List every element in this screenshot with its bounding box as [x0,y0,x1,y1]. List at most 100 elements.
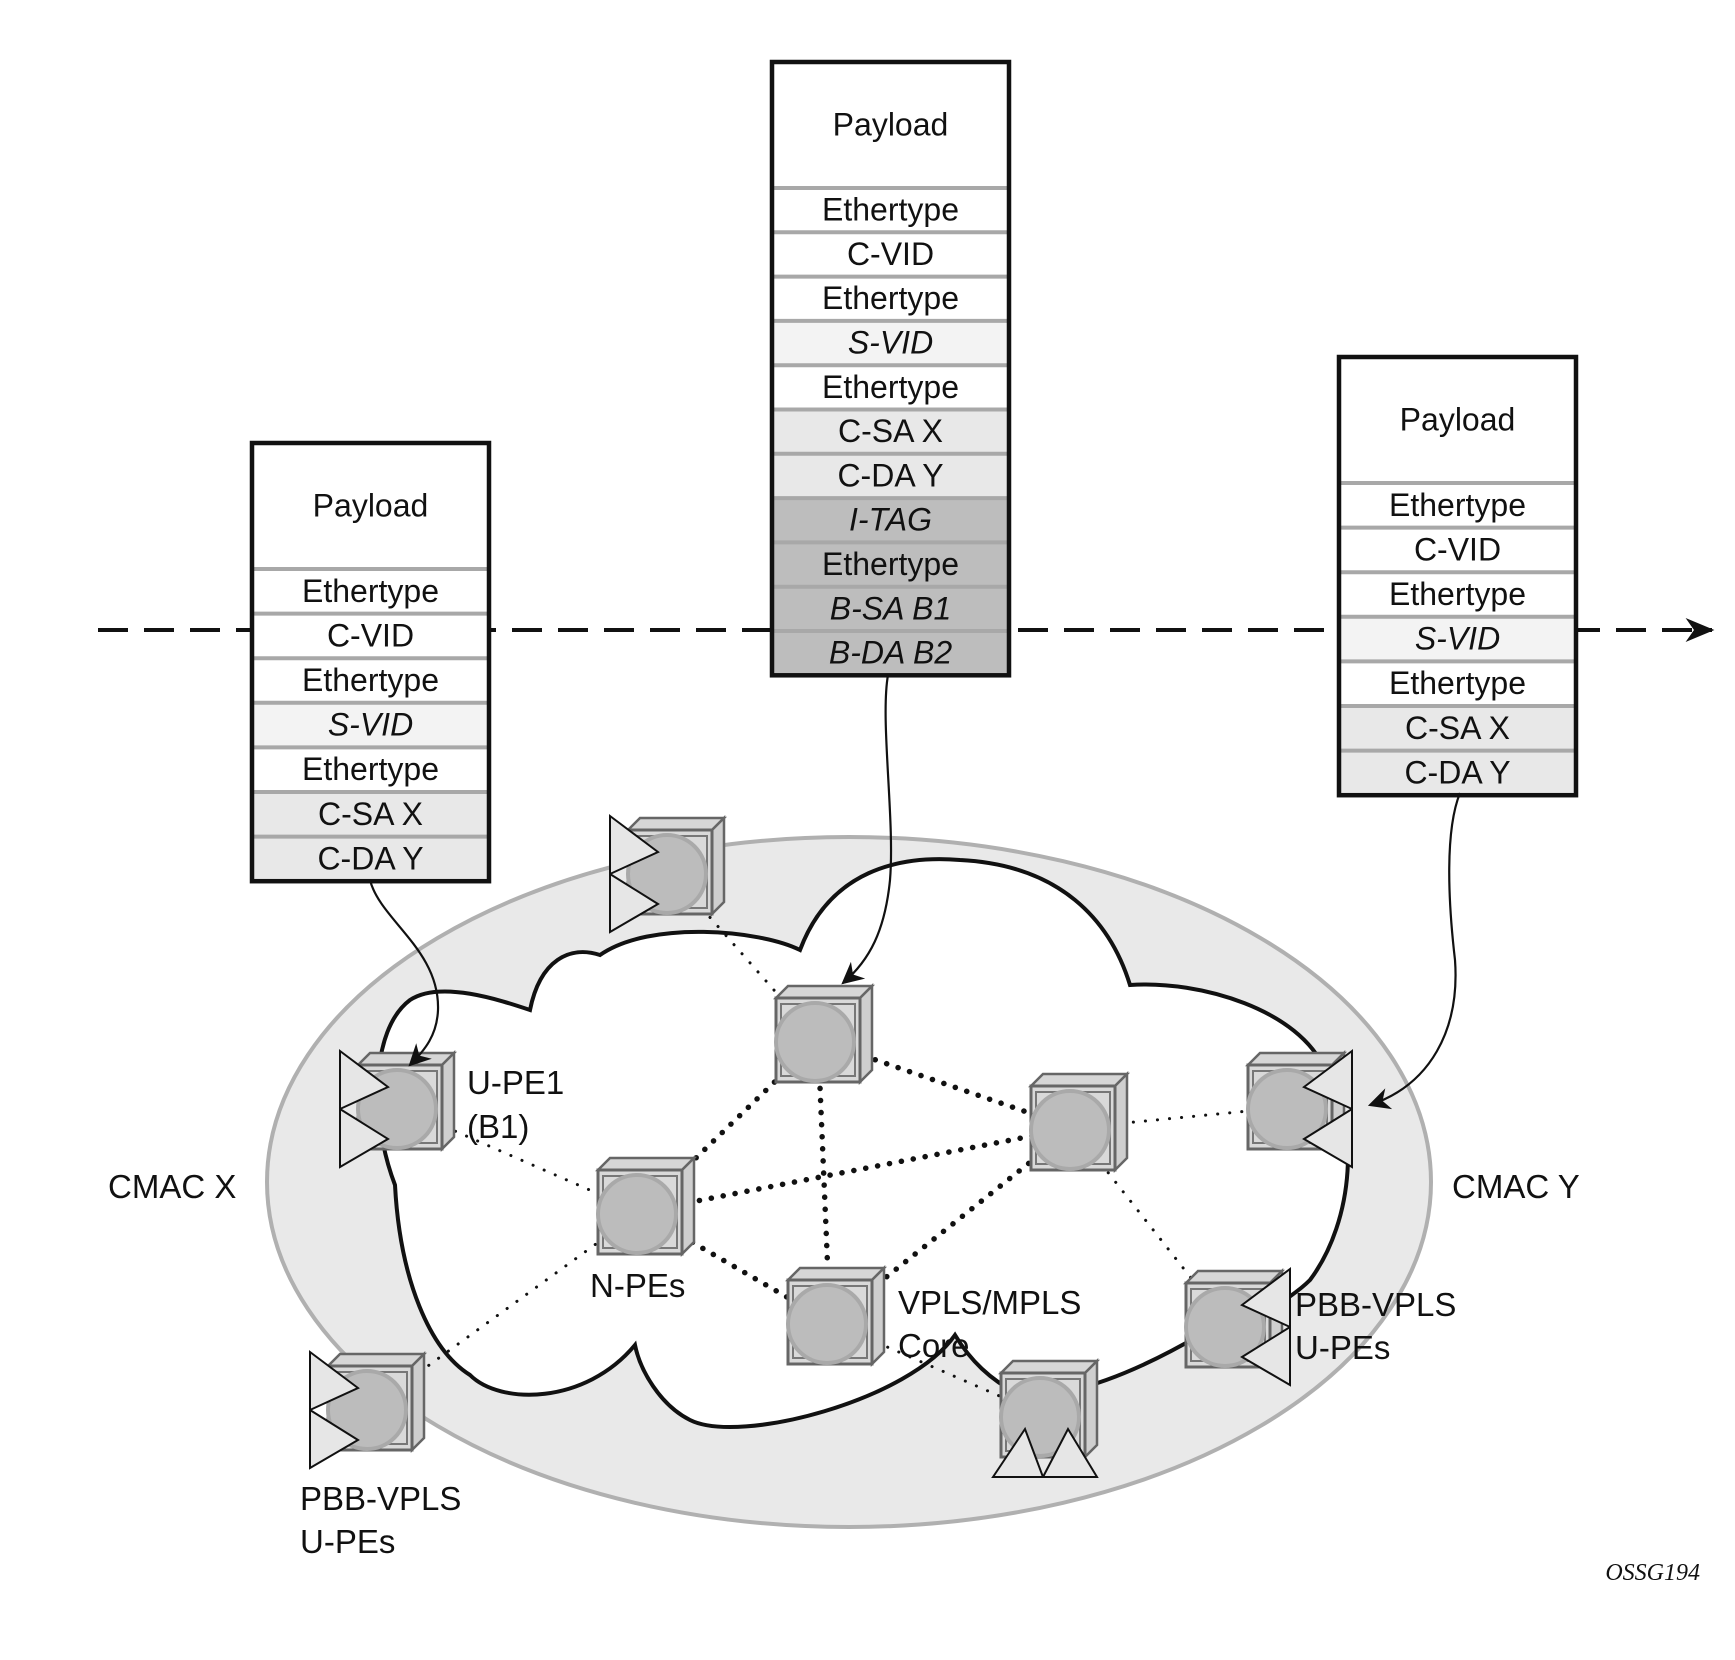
center-frame-field: Ethertype [822,546,959,582]
right-frame-field-bg [1339,750,1576,796]
router-icon [609,814,728,934]
port-triangle-icon [309,1350,360,1412]
router-icon [1182,1267,1291,1387]
center-frame-field: B-DA B2 [829,635,953,671]
center-frame-field: Ethertype [822,192,959,228]
router-icon [1244,1049,1353,1169]
port-triangle-icon [339,1049,390,1111]
right-frame-field-bg [1339,706,1576,751]
core-link [827,1125,1076,1325]
right-frame-field-bg [1339,527,1576,573]
left-frame-field: Ethertype [302,662,439,698]
port-triangle-icon [609,872,660,934]
figure-id: OSSG194 [1605,1560,1700,1586]
center-frame-field: C-DA Y [837,457,943,493]
router-icon [784,1264,888,1368]
center-frame-border [769,59,1012,678]
upe1-b1-label: (B1) [467,1108,529,1145]
center-frame-field: C-VID [847,236,934,272]
port-triangle-icon [1302,1107,1353,1169]
left-frame-field-bg [252,443,489,569]
center-frame-field-bg [772,498,1009,543]
center-frame-field-bg [772,232,1009,277]
center-frame-field-bg [772,409,1009,454]
right-frame-field-bg [1339,483,1576,528]
core-link [815,1037,1076,1131]
cmac-y-label: CMAC Y [1452,1168,1580,1205]
left-frame-field-bg [252,792,489,837]
router-disc [596,1173,678,1255]
left-frame-field: Ethertype [302,573,439,609]
upes-left-label-2: U-PEs [300,1523,395,1560]
router-disc [1029,1089,1111,1171]
router-icon [309,1350,428,1470]
router-icon [772,982,876,1086]
router-icon [594,1154,698,1258]
left-frame-field-bg [252,569,489,614]
left-frame-field-bg [252,658,489,703]
port-triangle-icon [1302,1049,1353,1111]
port-triangle-icon [609,814,660,876]
nodes-layer [309,814,1353,1478]
center-frame-field-bg [772,188,1009,233]
center-frame-stack: PayloadEthertypeC-VIDEthertypeS-VIDEther… [769,59,1012,678]
port-triangle-icon [1041,1426,1099,1478]
npes-label: N-PEs [590,1267,685,1304]
port-triangle-icon [1240,1267,1291,1329]
right-frame-field: C-DA Y [1404,754,1510,790]
router-disc [786,1283,868,1365]
right-frame-field: C-SA X [1405,710,1510,746]
frames-layer: PayloadEthertypeC-VIDEthertypeS-VIDEther… [249,59,1579,884]
right-frame-field: Ethertype [1389,487,1526,523]
upes-right-label-2: U-PEs [1295,1329,1390,1366]
center-frame-field: C-SA X [838,413,943,449]
right-frame-field-bg [1339,357,1576,483]
center-frame-pointer [841,674,893,985]
center-frame-field-bg [772,365,1009,410]
upes-right-label: PBB-VPLS [1295,1286,1456,1323]
center-frame-field-bg [772,320,1009,366]
core-label-2: Core [898,1327,970,1364]
port-triangle-icon [991,1426,1045,1478]
center-frame-field: Payload [833,106,949,142]
right-frame-field-bg [1339,616,1576,662]
port-triangle-icon [1240,1325,1291,1387]
center-frame-field: Ethertype [822,280,959,316]
left-frame-field: C-DA Y [317,840,423,876]
left-frame-field: C-VID [327,617,414,653]
cmac-x-label: CMAC X [108,1168,236,1205]
router-icon [1027,1070,1131,1174]
center-frame-field-bg [772,276,1009,321]
right-frame-field: S-VID [1415,621,1500,657]
center-frame-field: S-VID [848,325,933,361]
left-frame-field-bg [252,836,489,882]
center-frame-field-bg [772,586,1009,631]
left-frame-field-bg [252,747,489,792]
upe1-label: U-PE1 [467,1064,564,1101]
center-frame-field-bg [772,631,1009,676]
right-frame-field: Payload [1400,401,1516,437]
right-frame-border [1336,354,1579,798]
right-frame-field-bg [1339,661,1576,706]
right-frame-field: Ethertype [1389,576,1526,612]
router-icon [339,1049,458,1169]
port-triangle-icon [339,1107,390,1169]
router-disc [1184,1286,1266,1368]
router-disc [774,1001,856,1083]
center-frame-field: I-TAG [849,502,932,538]
right-frame-stack: PayloadEthertypeC-VIDEthertypeS-VIDEther… [1336,354,1579,798]
right-frame-pointer [1367,792,1462,1110]
right-frame-field: C-VID [1414,531,1501,567]
left-frame-field: S-VID [328,707,413,743]
left-frame-field: Ethertype [302,751,439,787]
core-link [637,1125,1076,1215]
upes-left-label: PBB-VPLS [300,1480,461,1517]
left-frame-field: Payload [313,487,429,523]
center-frame-field-bg [772,453,1009,499]
port-triangle-icon [309,1408,360,1470]
center-frame-field: Ethertype [822,369,959,405]
left-frame-field-bg [252,613,489,659]
core-link [815,1037,833,1325]
right-frame-field: Ethertype [1389,665,1526,701]
